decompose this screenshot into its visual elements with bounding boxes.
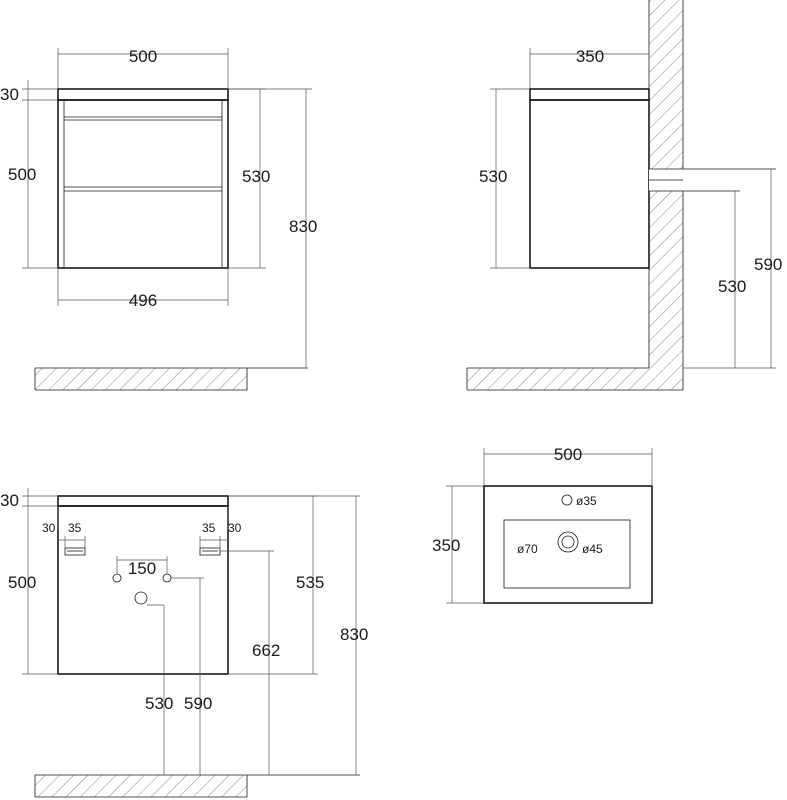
- back-bracket-left: [64, 547, 86, 556]
- back-supply-hole-right: [162, 573, 172, 583]
- back-bracket-right: [199, 547, 221, 556]
- back-dim-body-height: 500: [8, 573, 36, 592]
- back-dim-bracket-level: 662: [252, 641, 280, 660]
- top-dim-width: 500: [554, 445, 582, 464]
- top-drain-inner: [561, 535, 575, 549]
- top-countertop-outline: [483, 485, 653, 604]
- back-dim-drain-height: 530: [145, 694, 173, 713]
- side-view: 350 530 590 530: [466, 0, 782, 391]
- top-label-drain-inner: ø45: [582, 542, 603, 556]
- back-dim-hole-spacing: 150: [128, 559, 156, 578]
- top-drain-outer: [557, 531, 579, 553]
- front-dim-width-top: 500: [129, 47, 157, 66]
- front-dim-width-bottom: 496: [129, 291, 157, 310]
- side-floor-hatch: [467, 368, 683, 390]
- front-dim-total-height: 830: [289, 217, 317, 236]
- back-dim-bracket-left-offset: 30: [42, 521, 56, 535]
- back-dim-bracket-height: 535: [296, 573, 324, 592]
- back-supply-hole-left: [112, 573, 122, 583]
- back-floor-hatch: [35, 775, 247, 797]
- side-dim-depth: 350: [576, 47, 604, 66]
- top-tap-hole: [561, 494, 573, 506]
- front-dim-body-height: 500: [8, 165, 36, 184]
- front-countertop: [57, 88, 229, 101]
- side-dim-pipe-height: 590: [754, 255, 782, 274]
- back-cabinet-body: [57, 505, 229, 675]
- back-dim-bracket-right-offset: 30: [228, 521, 242, 535]
- front-cabinet-body: [57, 99, 229, 269]
- back-countertop: [57, 495, 229, 507]
- top-view: 500 350 ø35 ø70 ø45: [432, 445, 653, 604]
- top-label-drain-outer: ø70: [517, 542, 538, 556]
- top-label-tap-hole: ø35: [576, 494, 597, 508]
- front-dim-drawers-height: 530: [242, 167, 270, 186]
- back-dim-countertop: 30: [0, 491, 19, 510]
- side-cabinet-body: [529, 99, 650, 269]
- back-dim-bracket-left-width: 35: [68, 521, 82, 535]
- back-dim-bracket-right-width: 35: [202, 521, 216, 535]
- back-dim-supply-height: 590: [184, 694, 212, 713]
- side-dim-body-height: 530: [479, 167, 507, 186]
- back-view: 30 30 35 35 30 150 500 535 662 830 530 5…: [0, 488, 368, 798]
- side-dim-bottom-height: 530: [718, 277, 746, 296]
- front-view: 500 30 500 530 830 496: [0, 47, 317, 391]
- top-basin-outline: [503, 519, 631, 589]
- top-dim-depth: 350: [432, 536, 460, 555]
- back-dim-total-height: 830: [340, 625, 368, 644]
- front-floor-hatch: [35, 368, 247, 390]
- side-countertop: [529, 88, 650, 101]
- front-dim-countertop: 30: [0, 85, 19, 104]
- back-drain-hole: [134, 591, 148, 605]
